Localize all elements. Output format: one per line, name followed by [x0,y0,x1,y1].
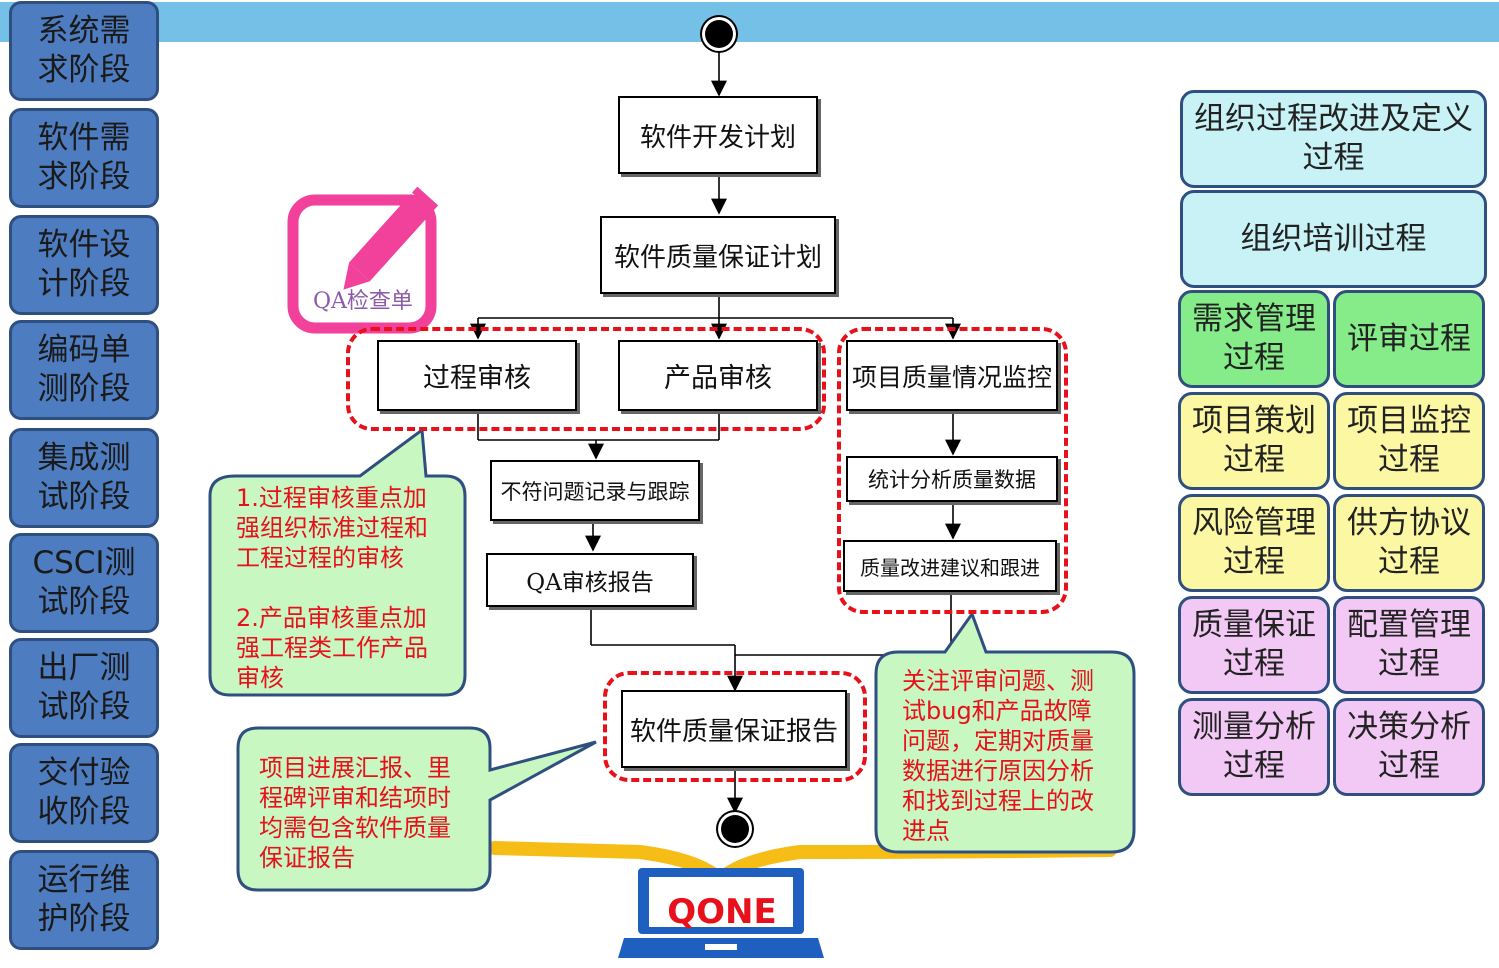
callout-line: 强工程类工作产品 [236,634,428,662]
end-node [721,815,749,843]
callout-line: 关注评审问题、测 [902,667,1094,695]
process-audit-box[interactable]: 过程审核 [377,340,577,411]
process-cell[interactable]: 决策分析过程 [1333,698,1485,796]
callout-line: 均需包含软件质量 [259,814,451,842]
monitor-box[interactable]: 项目质量情况监控 [846,340,1058,411]
org-improve-process[interactable]: 组织过程改进及定义过程 [1180,90,1487,188]
phase-box[interactable]: 交付验收阶段 [9,743,159,843]
callout-line: 和找到过程上的改 [902,787,1094,815]
process-cell[interactable]: 风险管理过程 [1178,494,1330,592]
dev-plan-box[interactable]: 软件开发计划 [618,96,818,174]
phase-box[interactable]: 运行维护阶段 [9,850,159,950]
stats-box[interactable]: 统计分析质量数据 [846,456,1058,502]
process-cell[interactable]: 测量分析过程 [1178,698,1330,796]
process-cell[interactable]: 项目策划过程 [1178,392,1330,490]
product-audit-box[interactable]: 产品审核 [618,340,818,411]
qa-checklist-label: QA检查单 [313,289,413,314]
laptop-logo [618,868,824,958]
final-report-frame [603,671,867,782]
callout-line: 2.产品审核重点加 [236,604,427,632]
qa-report-box[interactable]: QA审核报告 [486,553,694,607]
callout-line: 工程过程的审核 [236,544,404,572]
callout-report-text: 项目进展汇报、里 程碑评审和结项时 均需包含软件质量 保证报告 [259,753,451,873]
phase-box[interactable]: 软件设计阶段 [9,215,159,315]
process-cell[interactable]: 质量保证过程 [1178,596,1330,694]
phase-box[interactable]: 出厂测试阶段 [9,638,159,738]
callout-line: 项目进展汇报、里 [259,754,451,782]
process-cell[interactable]: 需求管理过程 [1178,290,1330,388]
monitor-group-frame [837,327,1068,614]
qa-plan-box[interactable]: 软件质量保证计划 [600,216,836,294]
callout-line: 问题，定期对质量 [902,727,1094,755]
callout-line: 审核 [236,664,284,692]
phase-box[interactable]: 系统需求阶段 [9,1,159,101]
process-cell[interactable]: 项目监控过程 [1333,392,1485,490]
callout-line: 强组织标准过程和 [236,514,428,542]
org-training-process[interactable]: 组织培训过程 [1180,190,1487,288]
callout-line: 试bug和产品故障 [902,697,1092,725]
callout-monitor-text: 关注评审问题、测 试bug和产品故障 问题，定期对质量 数据进行原因分析 和找到… [902,666,1094,846]
start-node [705,20,733,48]
qa-checklist-icon [287,186,439,334]
header-bar [0,2,1499,42]
callout-report-shape [236,726,597,892]
improve-box[interactable]: 质量改进建议和跟进 [843,540,1057,592]
callout-line: 数据进行原因分析 [902,757,1094,785]
phase-box[interactable]: 编码单测阶段 [9,320,159,420]
callout-monitor-shape [874,610,1136,854]
callout-line [236,573,428,603]
callout-line: 进点 [902,817,950,845]
issue-tracking-box[interactable]: 不符问题记录与跟踪 [490,460,700,521]
callout-audit-shape [208,427,467,697]
process-cell[interactable]: 评审过程 [1333,290,1485,388]
callout-line: 保证报告 [259,844,355,872]
callout-line: 1.过程审核重点加 [236,484,427,512]
phase-box[interactable]: CSCI测试阶段 [9,533,159,633]
callout-line: 程碑评审和结项时 [259,784,451,812]
process-cell[interactable]: 配置管理过程 [1333,596,1485,694]
callout-audit-text: 1.过程审核重点加 强组织标准过程和 工程过程的审核 2.产品审核重点加 强工程… [236,483,428,693]
qone-logo-text: QONE [667,892,777,932]
audit-group-frame [346,327,826,431]
phase-box[interactable]: 软件需求阶段 [9,108,159,208]
phase-box[interactable]: 集成测试阶段 [9,428,159,528]
final-report-box[interactable]: 软件质量保证报告 [621,690,847,768]
process-cell[interactable]: 供方协议过程 [1333,494,1485,592]
